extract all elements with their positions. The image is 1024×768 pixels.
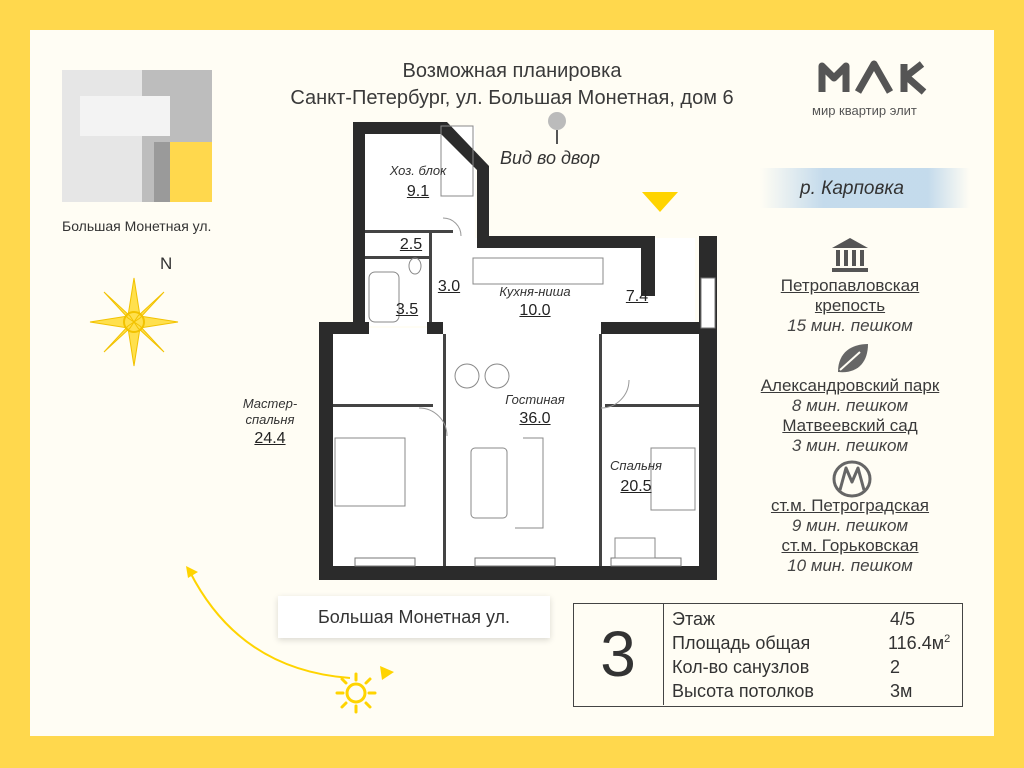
page-title: Возможная планировка <box>402 60 622 82</box>
room-master-area: 24.4 <box>254 430 286 447</box>
info-floor-label: Этаж <box>672 609 716 629</box>
poi-park-1-time: 8 мин. пешком <box>791 396 909 415</box>
room-hall-area: 7.4 <box>625 288 649 305</box>
locator-street-label: Большая Монетная ул. <box>62 218 212 234</box>
room-bedroom-name: Спальня <box>610 458 662 473</box>
north-label: N <box>160 254 173 273</box>
leaf-icon <box>838 344 868 373</box>
info-bathrooms-value: 2 <box>890 657 901 677</box>
info-bathrooms-label: Кол-во санузлов <box>672 657 810 677</box>
room-storage-area: 9.1 <box>406 183 430 200</box>
arrow-icon <box>186 566 198 578</box>
poi-park-2-name: Матвеевский сад <box>782 416 918 435</box>
room-bedroom-area: 20.5 <box>620 478 652 495</box>
poi-fortress-name-1: Петропавловская <box>780 276 920 295</box>
poi-metro-1-time: 9 мин. пешком <box>791 516 909 535</box>
info-ceiling-label: Высота потолков <box>672 681 814 701</box>
poi-fortress-time: 15 мин. пешком <box>787 316 913 335</box>
street-label-bottom: Большая Монетная ул. <box>278 596 550 638</box>
arrow-icon <box>380 666 394 680</box>
info-area-sup: 2 <box>944 633 951 645</box>
room-bath-area: 3.5 <box>395 301 419 318</box>
sun-icon <box>335 672 377 714</box>
metro-icon <box>832 460 872 498</box>
poi-metro-2-name: ст.м. Горьковская <box>781 536 919 555</box>
floor-plan <box>319 122 717 580</box>
poi-fortress: Петропавловская крепость 15 мин. пешком <box>730 276 970 336</box>
info-area-label: Площадь общая <box>672 633 811 653</box>
poi-metro-2-time: 10 мин. пешком <box>787 556 913 575</box>
info-area-value: 116.4м2 <box>888 633 950 654</box>
info-area-number: 116.4м <box>888 633 945 653</box>
poi-fortress-name-2: крепость <box>814 296 886 315</box>
info-floor-value: 4/5 <box>890 609 916 629</box>
room-living-area: 36.0 <box>519 410 551 427</box>
address: Санкт-Петербург, ул. Большая Монетная, д… <box>290 87 734 109</box>
logo: мир квартир элит <box>812 56 962 118</box>
map-pin-icon <box>548 112 566 144</box>
locator-map <box>62 70 212 202</box>
sun-path <box>186 566 394 680</box>
room-storage-name: Хоз. блок <box>389 163 447 178</box>
rooms-count: 3 <box>573 603 664 705</box>
logo-mark-icon <box>818 60 927 95</box>
poi-metro-1-name: ст.м. Петроградская <box>770 496 930 515</box>
museum-icon <box>832 238 868 272</box>
poi-metro: ст.м. Петроградская 9 мин. пешком ст.м. … <box>730 496 970 576</box>
entrance-marker-icon <box>642 192 678 212</box>
poi-park-2-time: 3 мин. пешком <box>791 436 909 455</box>
room-kitchen-area: 10.0 <box>519 302 551 319</box>
logo-tagline: мир квартир элит <box>812 103 917 118</box>
info-ceiling-value: 3м <box>890 681 913 701</box>
river-label: р. Карповка <box>800 178 904 199</box>
poi-park-1-name: Александровский парк <box>760 376 940 395</box>
info-table <box>573 603 963 707</box>
room-master-name-2: спальня <box>245 412 295 427</box>
compass-icon <box>89 277 179 367</box>
river <box>760 168 970 208</box>
room-kitchen-name: Кухня-ниша <box>499 284 571 299</box>
room-hall-small-area: 3.0 <box>437 278 461 295</box>
room-wc-area: 2.5 <box>399 236 423 253</box>
view-label: Вид во двор <box>500 148 600 168</box>
room-master-name-1: Мастер- <box>242 396 298 411</box>
room-living-name: Гостиная <box>505 392 565 407</box>
poi-parks: Александровский парк 8 мин. пешком Матве… <box>730 376 970 456</box>
